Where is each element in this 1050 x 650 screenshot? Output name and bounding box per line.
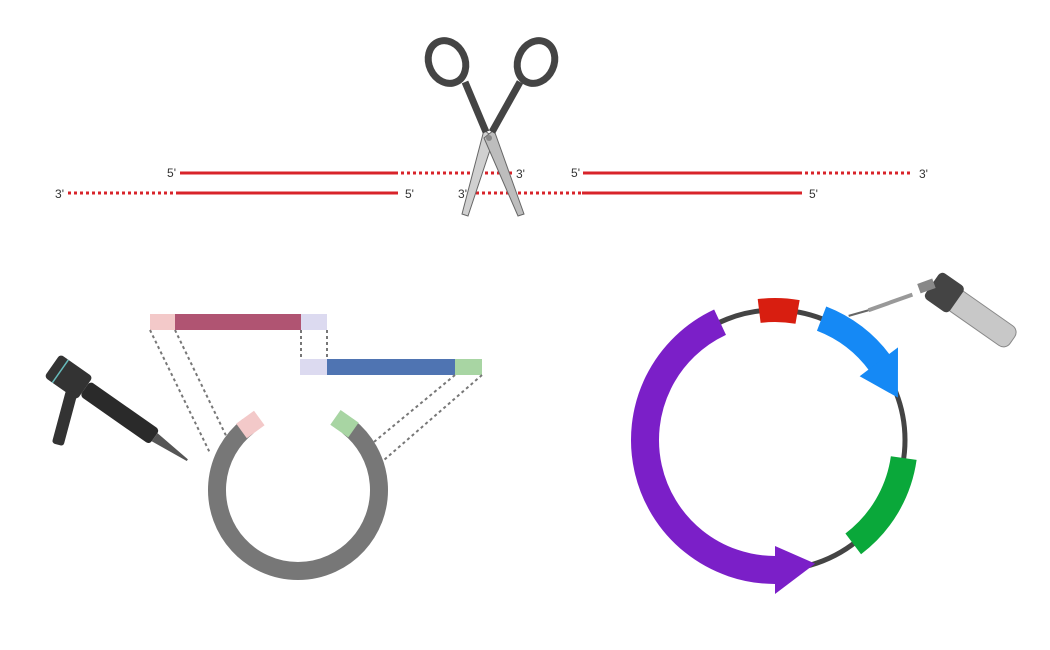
- label-3prime: 3': [516, 167, 525, 181]
- plasmid-feature-green: [845, 455, 917, 555]
- label-5prime: 5': [809, 187, 818, 201]
- overlap-region-b: [300, 359, 327, 375]
- alignment-lines: [149, 329, 483, 461]
- homology-arm-left: [150, 314, 175, 330]
- left-dna-duplex: 5' 3' 3' 5': [55, 166, 525, 201]
- linearized-vector: [208, 409, 388, 580]
- label-3prime: 3': [919, 167, 928, 181]
- label-5prime: 5': [167, 166, 176, 180]
- label-5prime: 5': [571, 166, 580, 180]
- label-5prime: 5': [405, 187, 414, 201]
- pipette-icon: [45, 355, 188, 461]
- plasmid-map: [631, 298, 917, 594]
- gene-fragment-a: [175, 314, 301, 330]
- label-3prime: 3': [458, 187, 467, 201]
- plasmid-feature-purple: [631, 309, 776, 584]
- vector-backbone: [208, 419, 388, 580]
- vector-homology-left: [236, 410, 265, 439]
- insert-fragments: [149, 314, 483, 461]
- label-3prime: 3': [55, 187, 64, 201]
- homology-arm-right: [455, 359, 482, 375]
- scissors-icon: [424, 37, 559, 217]
- right-dna-duplex: 5' 3' 3' 5': [458, 166, 928, 201]
- vector-homology-right: [330, 409, 359, 438]
- plasmid-arrowhead-blue: [859, 347, 898, 398]
- gene-fragment-b: [327, 359, 455, 375]
- plasmid-arrowhead-purple: [775, 546, 816, 594]
- plasmid-feature-blue: [816, 306, 891, 372]
- overlap-region-a: [301, 314, 327, 330]
- pipette-icon: [848, 272, 1017, 348]
- plasmid-feature-red: [757, 298, 800, 324]
